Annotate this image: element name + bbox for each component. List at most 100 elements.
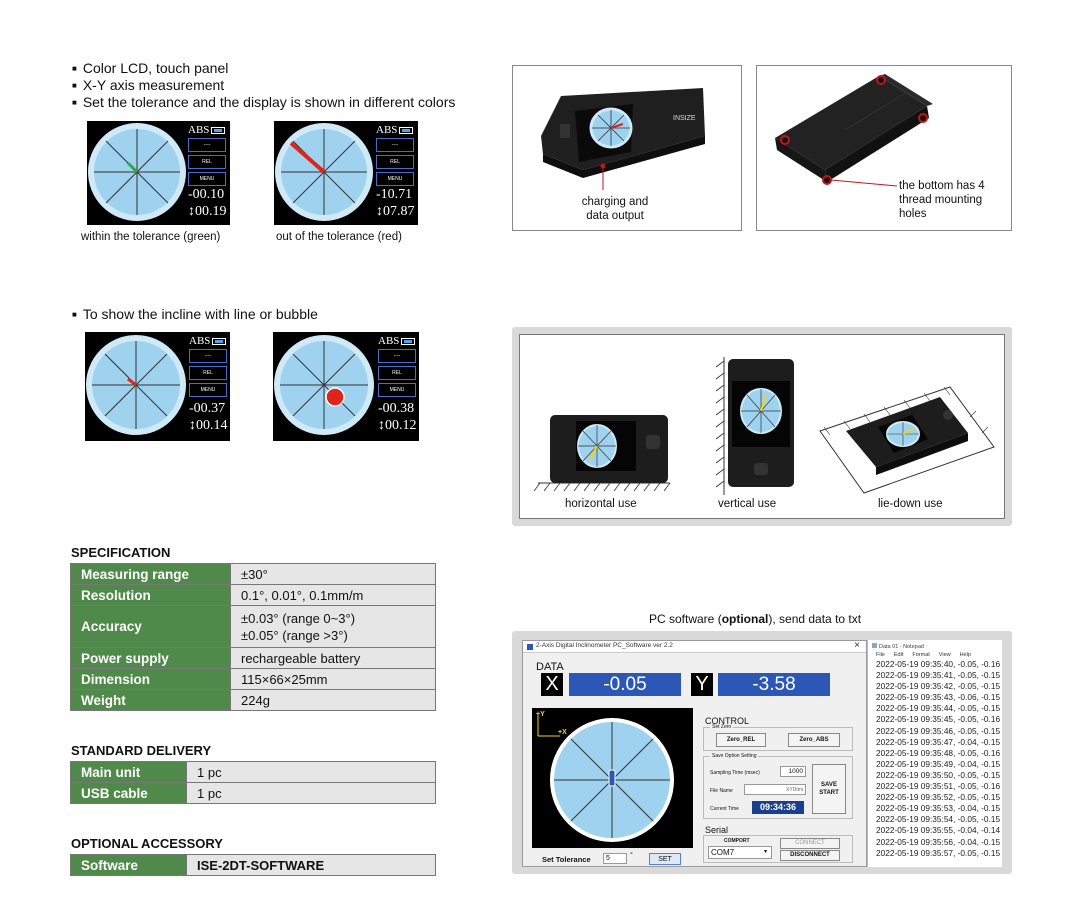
notepad-menu: File Edit Format View Help [876, 650, 971, 661]
log-line: 2022-05-19 09:35:48, -0.05, -0.16 [876, 747, 1001, 758]
set-button[interactable]: SET [649, 853, 681, 865]
x-value: -00.38 [378, 401, 415, 416]
lcd-box: ---- [376, 138, 414, 152]
current-time-display: 09:34:36 [752, 801, 804, 814]
control-label: CONTROL [705, 716, 750, 726]
spec-key: Accuracy [70, 605, 231, 648]
battery-icon [211, 127, 225, 134]
tilt-indicator-line [126, 161, 139, 174]
pc-software-panel: 2-Axis Digital Inclinometer PC_Software … [512, 631, 1012, 874]
level-dial [275, 123, 373, 221]
lcd-caption-red: out of the tolerance (red) [276, 231, 402, 243]
notepad-title: Data 01 - Notepad [872, 642, 924, 653]
log-line: 2022-05-19 09:35:46, -0.05, -0.15 [876, 725, 1001, 736]
feature-list: Color LCD, touch panel X-Y axis measurem… [72, 60, 492, 111]
log-line: 2022-05-19 09:35:50, -0.05, -0.15 [876, 769, 1001, 780]
spec-key: Dimension [70, 668, 231, 690]
heading-text: PC software ( [649, 612, 722, 626]
use-caption-vertical: vertical use [718, 498, 777, 510]
lcd-box: REL [189, 366, 227, 380]
feature-item: To show the incline with line or bubble [72, 306, 492, 323]
log-line: 2022-05-19 09:35:51, -0.05, -0.16 [876, 781, 1001, 792]
spec-value: ±0.03° (range 0~3°) ±0.05° (range >3°) [230, 605, 436, 648]
connect-button[interactable]: CONNECT [780, 838, 840, 849]
spec-key: Power supply [70, 647, 231, 669]
disconnect-button[interactable]: DISCONNECT [780, 850, 840, 861]
lcd-box: ---- [188, 138, 226, 152]
serial-group: COMPORT COM7 ▾ CONNECT DISCONNECT [703, 835, 853, 863]
tolerance-input[interactable]: 5 [603, 853, 627, 864]
menu-file[interactable]: File [876, 652, 885, 658]
lcd-box: ---- [378, 349, 416, 363]
spec-key: Measuring range [70, 563, 231, 585]
comport-select[interactable]: COM7 [708, 846, 772, 859]
y-axis-label: Y [691, 673, 713, 696]
notepad-content[interactable]: 2022-05-19 09:35:40, -0.05, -0.16 2022-0… [876, 659, 1000, 859]
close-icon[interactable]: × [854, 640, 860, 651]
spec-value: 115×66×25mm [230, 668, 436, 690]
file-name-input[interactable]: XYDtmi [744, 784, 806, 795]
crosshair-lines [94, 129, 180, 215]
tilt-bubble [325, 387, 345, 407]
software-window: 2-Axis Digital Inclinometer PC_Software … [522, 640, 867, 867]
usage-illustrations [533, 357, 995, 495]
optional-accessory-title: OPTIONAL ACCESSORY [71, 836, 223, 851]
data-label: DATA [536, 661, 564, 673]
standard-delivery-title: STANDARD DELIVERY [71, 743, 212, 758]
zero-abs-button[interactable]: Zero_ABS [788, 733, 840, 747]
x-value-display: -0.05 [569, 673, 681, 696]
lcd-box: MENU [376, 172, 414, 186]
log-line: 2022-05-19 09:35:40, -0.05, -0.16 [876, 659, 1001, 669]
lcd-box: ---- [189, 349, 227, 363]
heading-text: ), send data to txt [768, 612, 862, 626]
degree-symbol: ° [630, 852, 633, 859]
lcd-box: MENU [189, 383, 227, 397]
spec-value: 0.1°, 0.01°, 0.1mm/m [230, 584, 436, 606]
feature-item: Set the tolerance and the display is sho… [72, 94, 492, 111]
product-photo-bottom: the bottom has 4 thread mounting holes [756, 65, 1012, 231]
feature-item: X-Y axis measurement [72, 77, 492, 94]
log-line: 2022-05-19 09:35:54, -0.05, -0.15 [876, 814, 1001, 825]
log-line: 2022-05-19 09:35:57, -0.05, -0.15 [876, 847, 1001, 858]
menu-edit[interactable]: Edit [893, 652, 904, 658]
sampling-time-input[interactable]: 1000 [780, 766, 806, 777]
menu-view[interactable]: View [938, 652, 951, 658]
dropdown-icon[interactable]: ▾ [764, 849, 768, 855]
current-time-label: Current Time [710, 806, 739, 812]
log-line: 2022-05-19 09:35:53, -0.04, -0.15 [876, 803, 1001, 814]
lcd-screen-within-tolerance: ABS ---- REL MENU -00.10 ↕00.19 [87, 121, 230, 225]
save-start-button[interactable]: SAVE START [812, 764, 846, 814]
crosshair-lines [92, 341, 180, 429]
usage-panel-inner: horizontal use vertical use lie-down use [519, 334, 1005, 519]
y-value: ↕00.19 [188, 204, 227, 219]
save-option-group: Save Option Setting Sampling Time (msec)… [703, 753, 853, 819]
device-bottom-illustration [775, 74, 933, 187]
x-value: -00.10 [188, 187, 225, 202]
level-dial [88, 123, 186, 221]
battery-icon [401, 338, 415, 345]
accessory-value: ISE-2DT-SOFTWARE [186, 854, 436, 876]
menu-format[interactable]: Format [912, 652, 930, 658]
lcd-box: REL [188, 155, 226, 169]
feature-item: Color LCD, touch panel [72, 60, 492, 77]
mounting-hole-marker [918, 113, 928, 123]
abs-label: ABS [188, 124, 210, 136]
log-line: 2022-05-19 09:35:42, -0.05, -0.15 [876, 681, 1001, 692]
delivery-value: 1 pc [186, 782, 436, 804]
zero-rel-button[interactable]: Zero_REL [716, 733, 766, 747]
set-tolerance-label: Set Tolerance [542, 855, 591, 864]
tilt-indicator-line [289, 141, 326, 174]
window-title: 2-Axis Digital Inclinometer PC_Software … [536, 642, 673, 649]
level-plot: +Y +X [532, 708, 693, 848]
set-zero-group: Set Zero Zero_REL Zero_ABS [703, 724, 853, 751]
menu-help[interactable]: Help [959, 652, 971, 658]
incline-feature: To show the incline with line or bubble [72, 306, 492, 323]
notepad-title-text: Data 01 - Notepad [879, 644, 924, 650]
heading-bold: optional [721, 612, 769, 626]
y-value: ↕00.14 [189, 418, 228, 433]
